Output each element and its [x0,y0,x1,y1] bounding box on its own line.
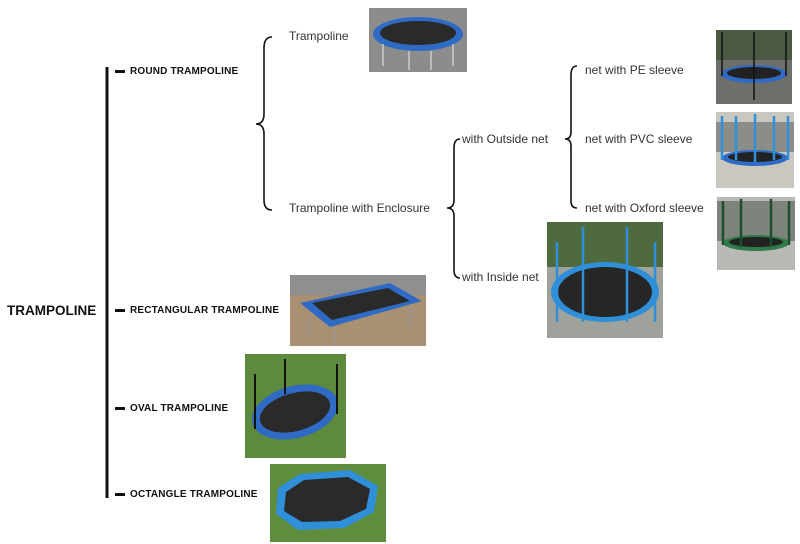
category-octangle: OCTANGLE TRAMPOLINE [130,488,258,500]
category-round: ROUND TRAMPOLINE [130,65,239,77]
tick [115,493,125,496]
photo-oval-trampoline [245,354,346,458]
photo-rectangular-trampoline [290,275,426,346]
label-trampoline: Trampoline [289,29,349,43]
photo-inside-net [547,222,663,338]
label-inside-net: with Inside net [462,270,539,284]
photo-pe-sleeve [716,30,792,104]
photo-round-trampoline [369,8,467,72]
tick [115,407,125,410]
photo-octangle-trampoline [270,464,386,542]
photo-oxford-sleeve [717,197,795,270]
category-oval: OVAL TRAMPOLINE [130,402,229,414]
label-pvc-sleeve: net with PVC sleeve [585,132,693,146]
category-rectangular: RECTANGULAR TRAMPOLINE [130,304,280,316]
enclosure-brace [446,138,461,279]
round-brace [255,36,273,211]
label-pe-sleeve: net with PE sleeve [585,63,684,77]
label-oxford-sleeve: net with Oxford sleeve [585,201,704,215]
label-outside-net: with Outside net [462,132,549,146]
tick [115,309,125,312]
photo-pvc-sleeve [716,112,794,188]
tick [115,70,125,73]
root-label: TRAMPOLINE [7,303,97,318]
label-trampoline-with-enclosure: Trampoline with Enclosure [289,201,430,215]
outside-net-brace [564,65,578,209]
